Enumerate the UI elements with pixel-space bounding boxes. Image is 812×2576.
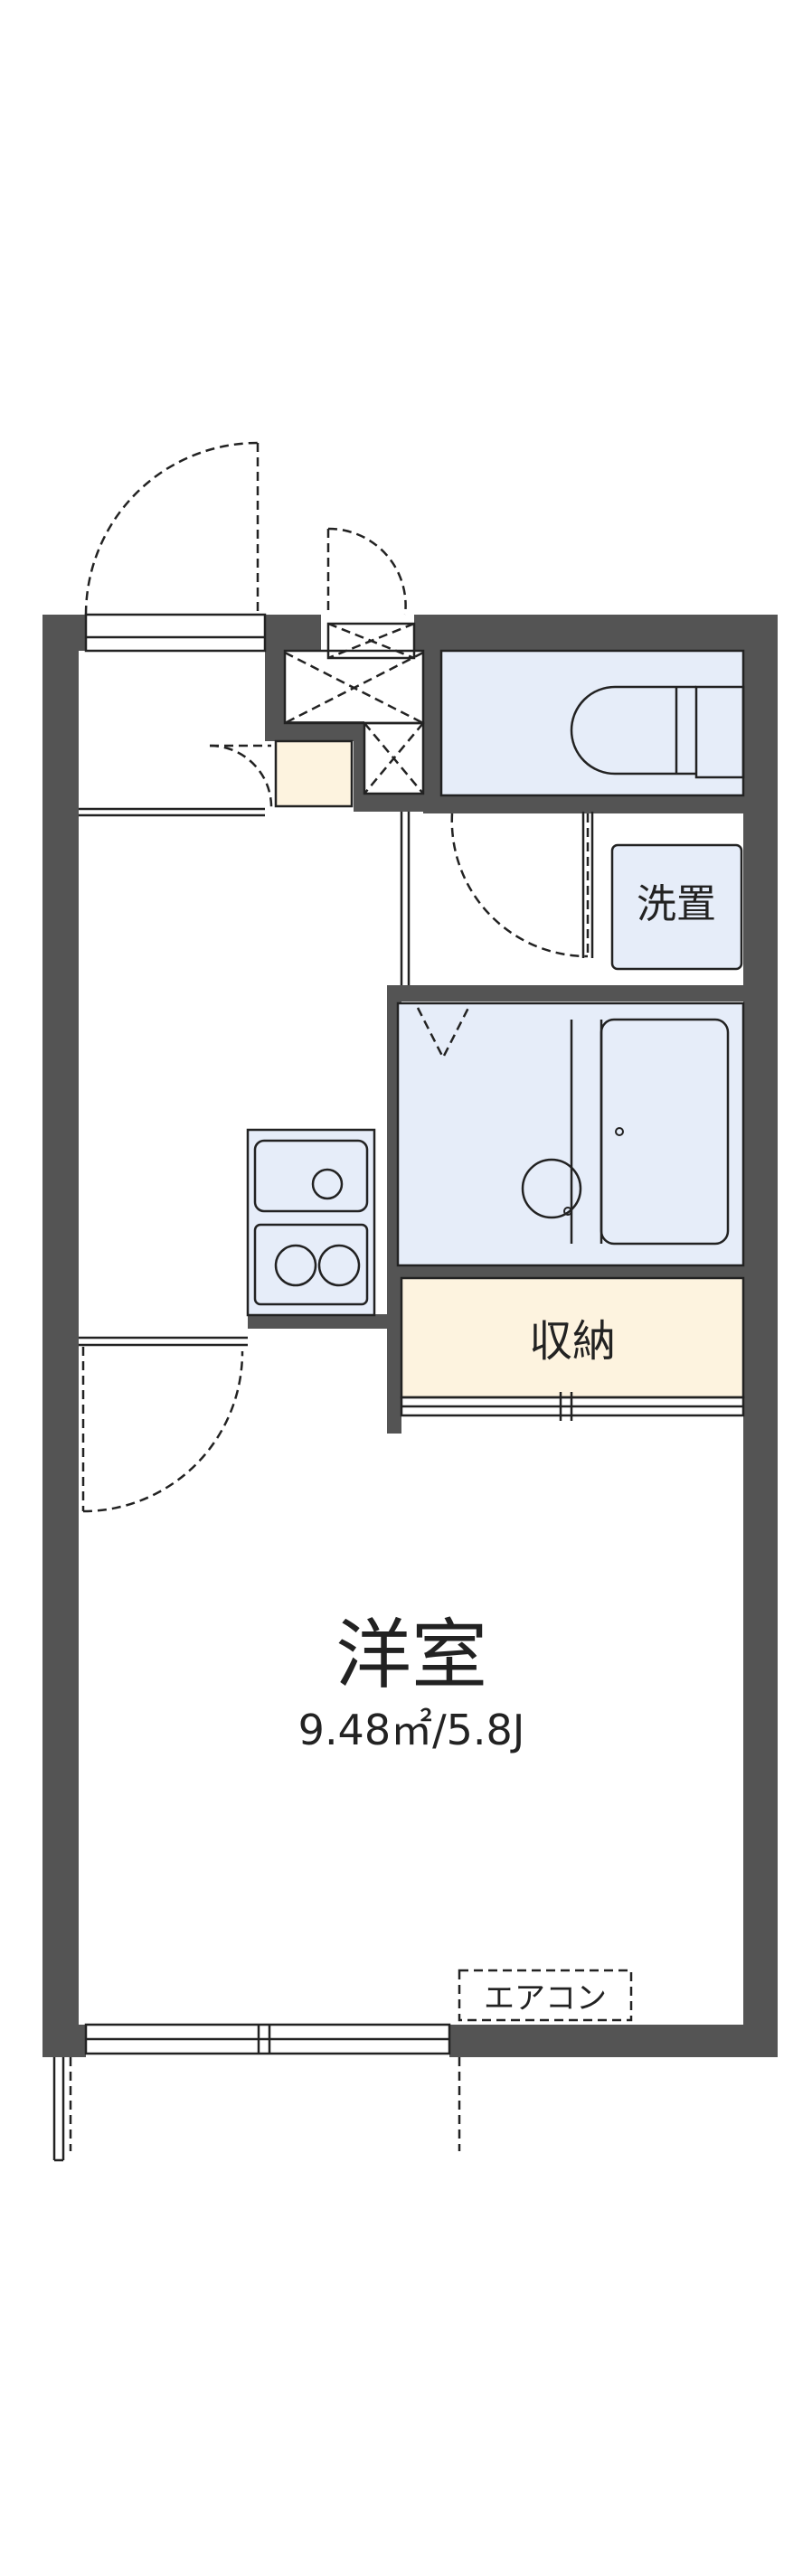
- room-door[interactable]: [81, 1347, 244, 1513]
- closet-x-area: [283, 527, 425, 795]
- entrance-door[interactable]: [84, 441, 267, 653]
- aircon-label: エアコン: [484, 1980, 607, 2017]
- shoe-cabinet: [209, 739, 354, 810]
- balcony-window[interactable]: [84, 2023, 451, 2055]
- air-conditioner: エアコン: [458, 1969, 633, 2022]
- kitchen-counter: [246, 1128, 376, 1317]
- storage-closet: 収納: [400, 1276, 745, 1421]
- washing-space-label: 洗置: [637, 881, 716, 927]
- toilet-room: [439, 649, 745, 797]
- bathroom: [396, 1001, 745, 1267]
- western-room: 洋室 9.48㎡/5.8J: [298, 1611, 525, 1754]
- partitions: [79, 807, 594, 1347]
- western-room-name: 洋室: [335, 1611, 487, 1699]
- outer-walls: [42, 615, 778, 2057]
- washing-space: 洗置: [610, 843, 743, 971]
- washroom-door[interactable]: [450, 813, 590, 958]
- storage-label: 収納: [529, 1316, 616, 1367]
- balcony-edges: [52, 2057, 461, 2162]
- western-room-size: 9.48㎡/5.8J: [298, 1706, 525, 1754]
